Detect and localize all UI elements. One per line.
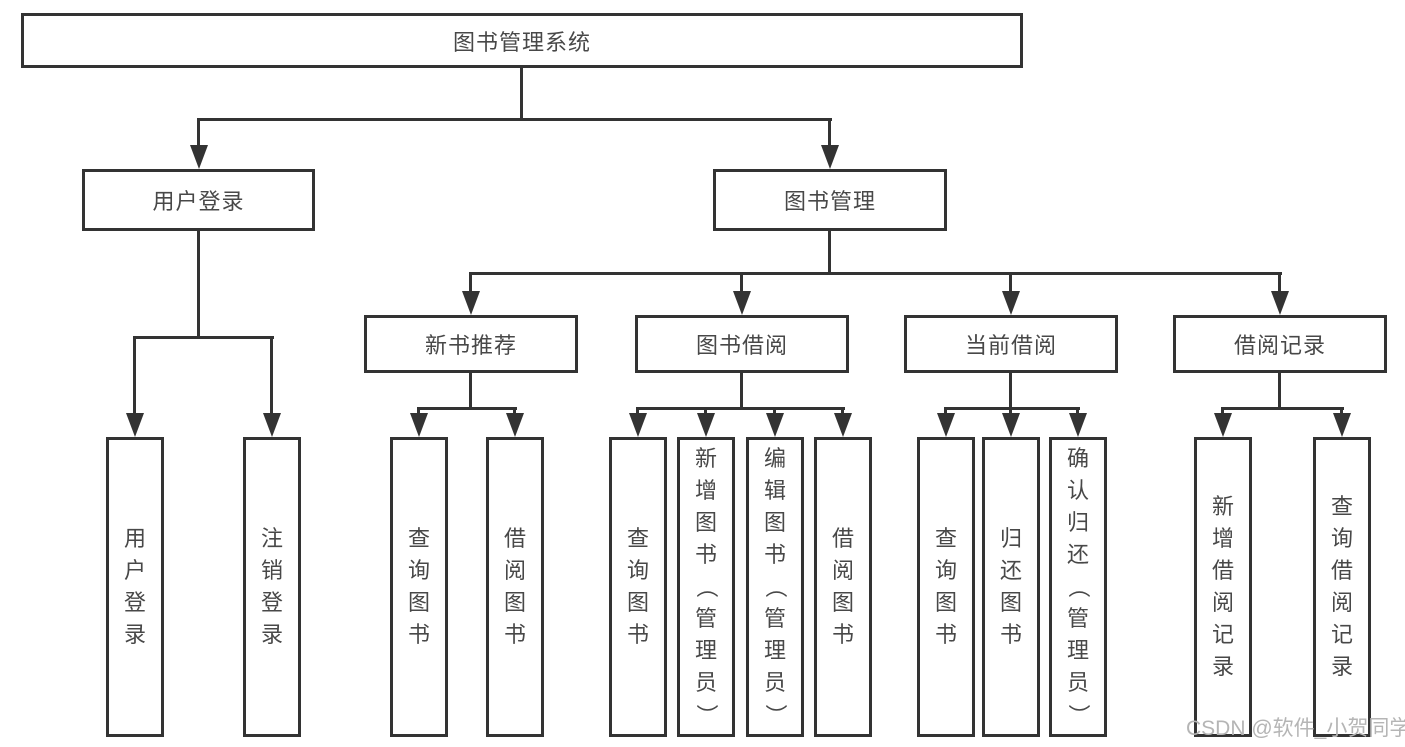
- leaf-logout: 注销登录: [243, 437, 301, 737]
- connector-split: [944, 407, 1080, 410]
- node-user-login: 用户登录: [82, 169, 315, 231]
- connector-drop: [944, 407, 947, 415]
- leaf-add-book-admin: 新增图书（管理员）: [677, 437, 735, 737]
- leaf-query-book-3: 查询图书: [917, 437, 975, 737]
- connector-drop: [513, 407, 516, 415]
- arrow-down-icon: [697, 413, 715, 437]
- leaf-user-login: 用户登录: [106, 437, 164, 737]
- arrow-down-icon: [506, 413, 524, 437]
- connector-split: [1221, 407, 1344, 410]
- connector-drop: [1009, 407, 1012, 415]
- node-library-management-system: 图书管理系统: [21, 13, 1023, 68]
- connector-drop-book-mgmt: [828, 118, 831, 146]
- connector-drop: [417, 407, 420, 415]
- arrow-down-icon: [1002, 413, 1020, 437]
- connector-drop-user-login: [197, 118, 200, 146]
- node-new-book-recommend: 新书推荐: [364, 315, 578, 373]
- leaf-borrow-book-2: 借阅图书: [814, 437, 872, 737]
- arrow-down-icon: [126, 413, 144, 437]
- leaf-query-book-2: 查询图书: [609, 437, 667, 737]
- connector-trunk: [1009, 373, 1012, 407]
- connector-root-split: [197, 118, 832, 121]
- connector-drop: [270, 336, 273, 414]
- connector-trunk: [1278, 373, 1281, 407]
- connector-user-login-split: [133, 336, 274, 339]
- leaf-borrow-book-1: 借阅图书: [486, 437, 544, 737]
- arrow-down-icon: [410, 413, 428, 437]
- arrow-down-icon: [462, 291, 480, 315]
- arrow-down-icon: [190, 145, 208, 169]
- arrow-down-icon: [1214, 413, 1232, 437]
- connector-drop: [841, 407, 844, 415]
- connector-drop: [740, 272, 743, 292]
- watermark: CSDN @软件_小贺同学: [1186, 717, 1405, 740]
- connector-split: [636, 407, 845, 410]
- node-book-management: 图书管理: [713, 169, 947, 231]
- arrow-down-icon: [821, 145, 839, 169]
- arrow-down-icon: [937, 413, 955, 437]
- arrow-down-icon: [629, 413, 647, 437]
- leaf-query-borrow-record: 查询借阅记录: [1313, 437, 1371, 737]
- arrow-down-icon: [1069, 413, 1087, 437]
- connector-drop: [1340, 407, 1343, 415]
- connector-drop: [1009, 272, 1012, 292]
- leaf-return-book: 归还图书: [982, 437, 1040, 737]
- arrow-down-icon: [1271, 291, 1289, 315]
- arrow-down-icon: [1333, 413, 1351, 437]
- arrow-down-icon: [1002, 291, 1020, 315]
- arrow-down-icon: [766, 413, 784, 437]
- connector-trunk: [469, 373, 472, 407]
- arrow-down-icon: [834, 413, 852, 437]
- connector-drop: [1076, 407, 1079, 415]
- connector-book-mgmt-split: [469, 272, 1282, 275]
- leaf-confirm-return-admin: 确认归还（管理员）: [1049, 437, 1107, 737]
- leaf-edit-book-admin: 编辑图书（管理员）: [746, 437, 804, 737]
- connector-book-mgmt-trunk: [828, 231, 831, 272]
- connector-drop: [469, 272, 472, 292]
- arrow-down-icon: [733, 291, 751, 315]
- connector-user-login-trunk: [197, 231, 200, 336]
- connector-drop: [1221, 407, 1224, 415]
- node-borrow-record: 借阅记录: [1173, 315, 1387, 373]
- leaf-query-book-1: 查询图书: [390, 437, 448, 737]
- connector-drop: [773, 407, 776, 415]
- connector-root-trunk: [520, 68, 523, 118]
- connector-drop: [704, 407, 707, 415]
- connector-drop: [636, 407, 639, 415]
- node-current-borrow: 当前借阅: [904, 315, 1118, 373]
- leaf-add-borrow-record: 新增借阅记录: [1194, 437, 1252, 737]
- connector-trunk: [740, 373, 743, 407]
- arrow-down-icon: [263, 413, 281, 437]
- connector-drop: [1278, 272, 1281, 292]
- connector-split: [417, 407, 517, 410]
- node-book-borrow: 图书借阅: [635, 315, 849, 373]
- connector-drop: [133, 336, 136, 414]
